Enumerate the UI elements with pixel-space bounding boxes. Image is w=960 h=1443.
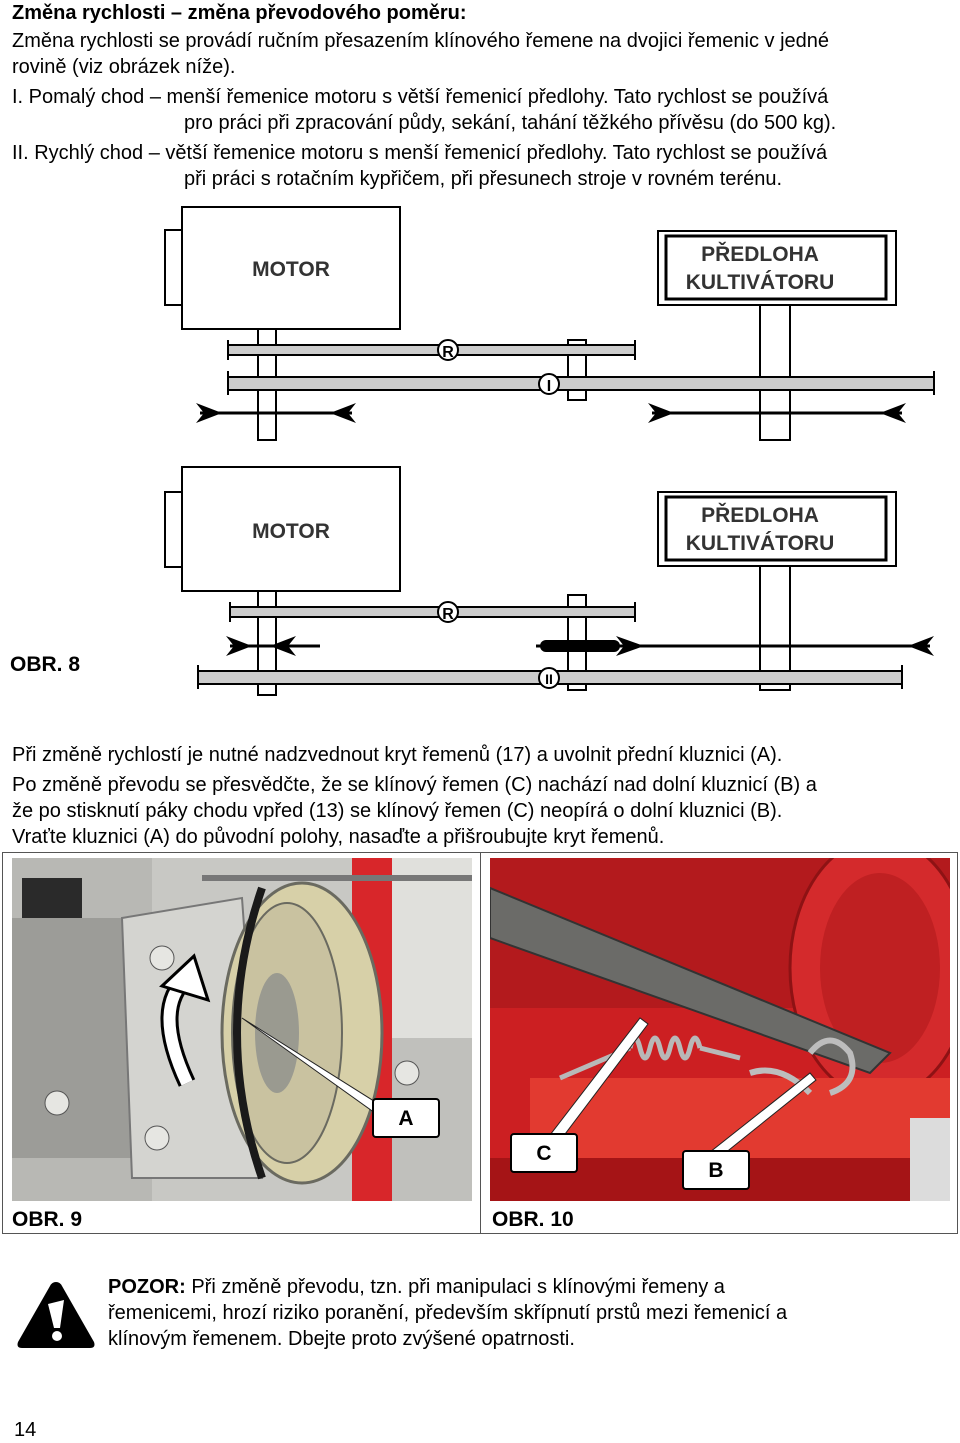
gearbox-label-1-top: PŘEDLOHA <box>701 242 819 266</box>
motor-label-bottom: MOTOR <box>252 520 330 543</box>
belt-diagram: MOTOR PŘEDLOHA KULTIVÁTORU R I MOTO <box>164 206 935 696</box>
callout-c-label: C <box>536 1142 552 1165</box>
diagram-fast-gear: MOTOR PŘEDLOHA KULTIVÁTORU R II <box>164 466 934 696</box>
warning-line-3: klínovým řemenem. Dbejte proto zvýšené o… <box>108 1328 575 1350</box>
intro-line-1: Změna rychlosti se provádí ručním přesaz… <box>12 30 830 52</box>
warning-line-2: řemenicemi, hrozí riziko poranění, přede… <box>108 1302 788 1324</box>
r-marker-bottom: R <box>442 606 454 623</box>
gearbox-label-2-bottom: KULTIVÁTORU <box>686 532 835 555</box>
belt-i-top <box>227 376 935 391</box>
callout-a-label: A <box>398 1107 414 1130</box>
diagram-slow-gear: MOTOR PŘEDLOHA KULTIVÁTORU R I <box>164 206 935 441</box>
gearbox-box-top <box>664 234 888 301</box>
callout-c <box>510 1133 578 1173</box>
instruction-line-2: Po změně převodu se přesvědčte, že se kl… <box>12 774 817 796</box>
gearbox-label-1-bottom: PŘEDLOHA <box>701 503 819 527</box>
warning-line-1: POZOR: Při změně převodu, tzn. při manip… <box>108 1274 725 1300</box>
callout-a <box>372 1098 440 1138</box>
figure-9-label: OBR. 9 <box>12 1208 83 1231</box>
warning-text-1: Při změně převodu, tzn. při manipulaci s… <box>185 1276 725 1298</box>
belt-r-bottom <box>229 606 636 618</box>
warning-icon <box>17 1282 95 1348</box>
intro-line-2: rovině (viz obrázek níže). <box>12 56 236 78</box>
page-heading: Změna rychlosti – změna převodového pomě… <box>12 2 467 24</box>
callout-b-label: B <box>708 1159 724 1182</box>
instruction-line-4: Vraťte kluznici (A) do původní polohy, n… <box>12 826 665 848</box>
speed-2-line-1: II. Rychlý chod – větší řemenice motoru … <box>12 142 828 164</box>
ii-marker-bottom: II <box>545 671 553 687</box>
gearbox-box-bottom <box>664 495 888 562</box>
instruction-line-1: Při změně rychlostí je nutné nadzvednout… <box>12 744 783 766</box>
motor-box-bottom <box>181 466 401 592</box>
warning-title: POZOR: <box>108 1276 186 1298</box>
i-marker-top: I <box>547 378 551 395</box>
instruction-line-3: že po stisknutí páky chodu vpřed (13) se… <box>12 800 783 822</box>
photo-pulley <box>12 858 472 1201</box>
r-marker-top: R <box>442 344 454 361</box>
page-number: 14 <box>14 1419 37 1441</box>
figure-10-label: OBR. 10 <box>492 1208 574 1231</box>
motor-label-top: MOTOR <box>252 258 330 281</box>
callout-b <box>682 1150 750 1190</box>
motor-box-top <box>181 206 401 330</box>
speed-1-line-1: I. Pomalý chod – menší řemenice motoru s… <box>12 86 829 108</box>
gearbox-label-2-top: KULTIVÁTORU <box>686 271 835 294</box>
figure-8-label: OBR. 8 <box>10 653 81 676</box>
belt-r-top <box>227 344 636 356</box>
speed-2-line-2: při práci s rotačním kypřičem, při přesu… <box>184 168 782 190</box>
speed-1-line-2: pro práci při zpracování půdy, sekání, t… <box>184 112 837 134</box>
